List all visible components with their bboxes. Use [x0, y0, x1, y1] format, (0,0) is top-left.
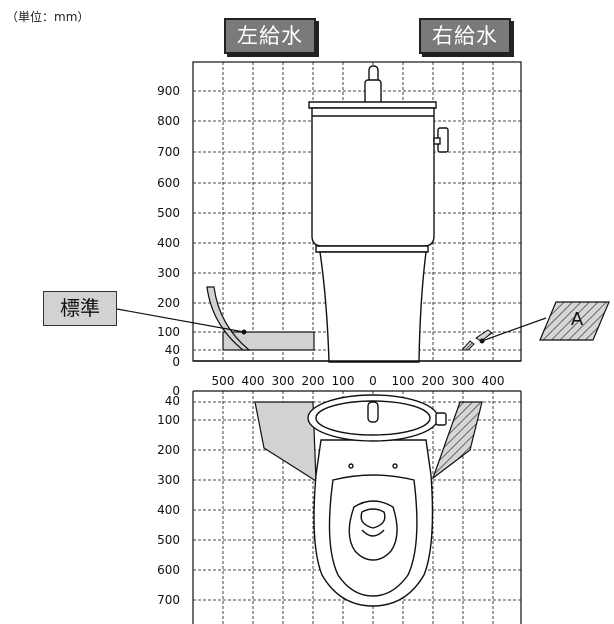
plan-tick-700: 700 — [157, 593, 180, 607]
x-tick-400r: 400 — [482, 374, 505, 388]
plan-tick-100: 100 — [157, 413, 180, 427]
plan-tick-300: 300 — [157, 473, 180, 487]
elev-tick-700: 700 — [157, 145, 180, 159]
x-axis-ticks: 500 400 300 200 100 0 100 200 300 400 — [212, 374, 505, 388]
right-water-supply-label: 右給水 — [419, 18, 511, 54]
region-a-zone-elevation — [460, 301, 610, 351]
plan-tick-600: 600 — [157, 563, 180, 577]
unit-note: （単位：mm） — [6, 10, 90, 24]
x-tick-500l: 500 — [212, 374, 235, 388]
x-tick-200l: 200 — [302, 374, 325, 388]
x-tick-200r: 200 — [422, 374, 445, 388]
standard-label: 標準 — [43, 291, 117, 326]
elev-tick-500: 500 — [157, 206, 180, 220]
elev-tick-0: 0 — [172, 355, 180, 369]
elev-tick-900: 900 — [157, 84, 180, 98]
plan-tick-200: 200 — [157, 443, 180, 457]
elev-tick-600: 600 — [157, 176, 180, 190]
x-tick-400l: 400 — [242, 374, 265, 388]
toilet-elevation — [308, 65, 449, 363]
region-a-zone-plan — [431, 401, 483, 480]
plan-tick-400: 400 — [157, 503, 180, 517]
x-tick-100l: 100 — [332, 374, 355, 388]
left-water-supply-label: 左給水 — [224, 18, 316, 54]
x-tick-0: 0 — [369, 374, 377, 388]
plan-tick-0: 0 — [172, 384, 180, 398]
elevation-y-axis-ticks: 900 800 700 600 500 400 300 200 100 40 0 — [157, 84, 180, 369]
plan-tick-500: 500 — [157, 533, 180, 547]
x-tick-100r: 100 — [392, 374, 415, 388]
standard-supply-zone-plan — [254, 401, 317, 483]
elev-tick-100: 100 — [157, 325, 180, 339]
plan-y-axis-ticks: 0 40 100 200 300 400 500 600 700 — [157, 384, 180, 607]
elev-tick-200: 200 — [157, 296, 180, 310]
elev-tick-800: 800 — [157, 114, 180, 128]
elev-tick-40: 40 — [165, 343, 180, 357]
toilet-plan — [307, 394, 447, 607]
elev-tick-300: 300 — [157, 266, 180, 280]
standard-supply-zone-elevation — [116, 286, 315, 351]
x-tick-300r: 300 — [452, 374, 475, 388]
x-tick-300l: 300 — [272, 374, 295, 388]
elev-tick-400: 400 — [157, 236, 180, 250]
plan-tick-40: 40 — [165, 394, 180, 408]
region-a-label: A — [570, 309, 584, 330]
